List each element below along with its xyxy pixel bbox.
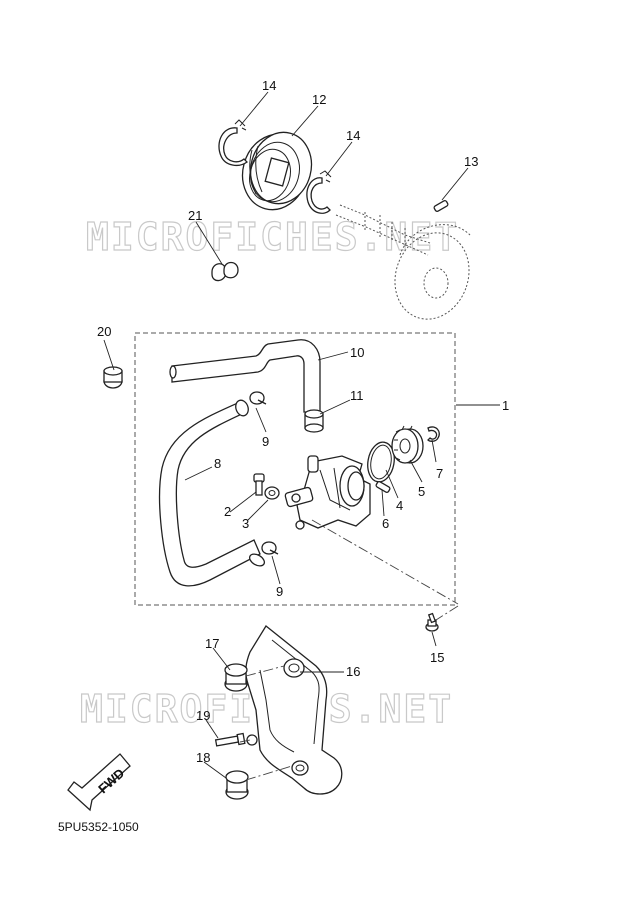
callout-9-top: 9 — [262, 434, 269, 449]
callout-17: 17 — [205, 636, 219, 651]
callout-19: 19 — [196, 708, 210, 723]
alignment-line-17 — [245, 665, 285, 677]
callout-14-right: 14 — [346, 128, 360, 143]
collar-part-11[interactable] — [304, 409, 324, 433]
fwd-arrow: FWD — [67, 753, 131, 812]
callout-9-bottom: 9 — [276, 584, 283, 599]
grommet-part-17[interactable] — [224, 663, 248, 692]
watermark-top: MICROFICHES.NET — [86, 215, 459, 259]
collar-part-20[interactable] — [103, 366, 123, 389]
callout-18: 18 — [196, 750, 210, 765]
screw-part-15[interactable] — [425, 612, 439, 632]
callout-10: 10 — [350, 345, 364, 360]
alignment-line-screw — [435, 605, 459, 621]
leader-lines — [103, 91, 500, 779]
circlip-part-7[interactable] — [427, 426, 440, 442]
callout-15: 15 — [430, 650, 444, 665]
crankshaft-reference — [335, 204, 471, 320]
alignment-line-pump — [311, 519, 459, 605]
callout-3: 3 — [242, 516, 249, 531]
callout-16: 16 — [346, 664, 360, 679]
alignment-line-19 — [239, 739, 251, 743]
callout-6: 6 — [382, 516, 389, 531]
hose-clip-part-9-top[interactable] — [249, 391, 267, 405]
hose-clip-part-9-bottom[interactable] — [261, 541, 279, 555]
pin-part-6[interactable] — [375, 480, 391, 494]
hose-part-8[interactable] — [158, 401, 261, 587]
callout-7: 7 — [436, 466, 443, 481]
callout-5: 5 — [418, 484, 425, 499]
callout-2: 2 — [224, 504, 231, 519]
oil-pump-body[interactable] — [284, 455, 371, 530]
callout-12: 12 — [312, 92, 326, 107]
callout-4: 4 — [396, 498, 403, 513]
callout-14-left: 14 — [262, 78, 276, 93]
circlip-part-14-right[interactable] — [306, 177, 331, 214]
callout-11: 11 — [350, 388, 364, 403]
callout-8: 8 — [214, 456, 221, 471]
washer-part-3[interactable] — [264, 486, 280, 500]
bolt-part-19[interactable] — [214, 732, 246, 747]
callout-13: 13 — [464, 154, 478, 169]
pulley-part-12[interactable] — [234, 125, 319, 217]
circlip-part-14-left[interactable] — [218, 127, 248, 167]
cover-part-16[interactable] — [245, 625, 343, 795]
clip-part-21[interactable] — [211, 261, 239, 282]
alignment-line-18 — [245, 765, 293, 781]
hose-part-10[interactable] — [171, 339, 321, 413]
grommet-part-18[interactable] — [225, 770, 249, 800]
gear-part-5[interactable] — [391, 425, 424, 464]
diagram-reference-code: 5PU5352-1050 — [58, 820, 139, 834]
assembly-boundary — [134, 332, 456, 606]
bolt-part-2[interactable] — [253, 473, 265, 496]
dowel-pin-part-13[interactable] — [433, 199, 449, 213]
callout-1: 1 — [502, 398, 509, 413]
callout-21: 21 — [188, 208, 202, 223]
callout-20: 20 — [97, 324, 111, 339]
